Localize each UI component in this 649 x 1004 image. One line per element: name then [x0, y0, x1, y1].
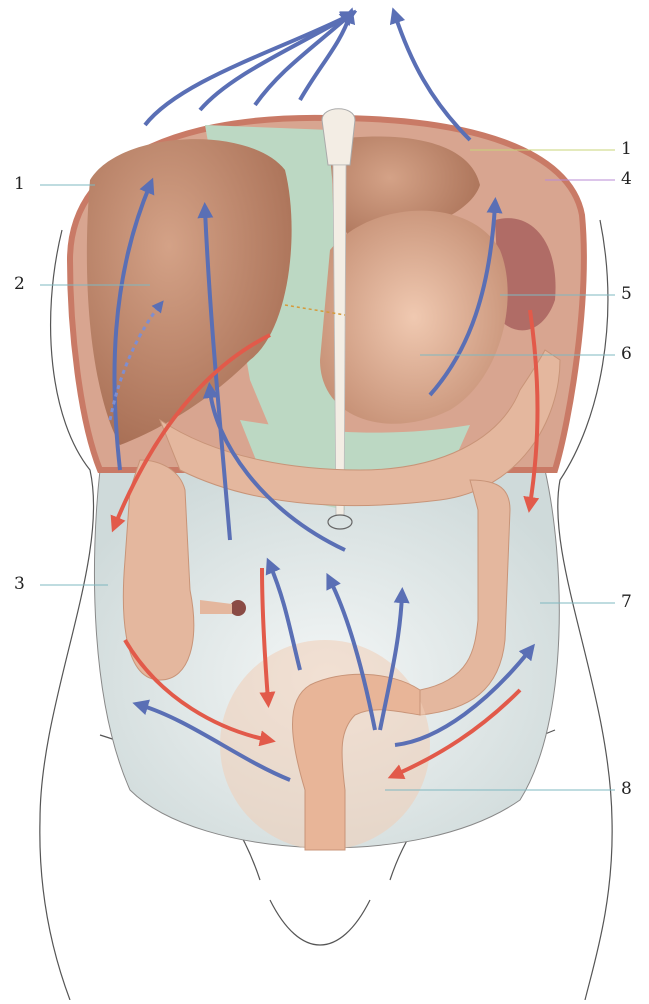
label-3: 3: [14, 576, 25, 593]
label-7: 7: [621, 594, 632, 611]
label-5: 5: [621, 286, 632, 303]
ascending-colon: [123, 460, 193, 680]
label-2: 2: [14, 276, 25, 293]
label-1-right: 1: [621, 141, 632, 158]
label-4: 4: [621, 171, 632, 188]
label-8: 8: [621, 781, 632, 798]
label-6: 6: [621, 346, 632, 363]
label-1-left: 1: [14, 176, 25, 193]
